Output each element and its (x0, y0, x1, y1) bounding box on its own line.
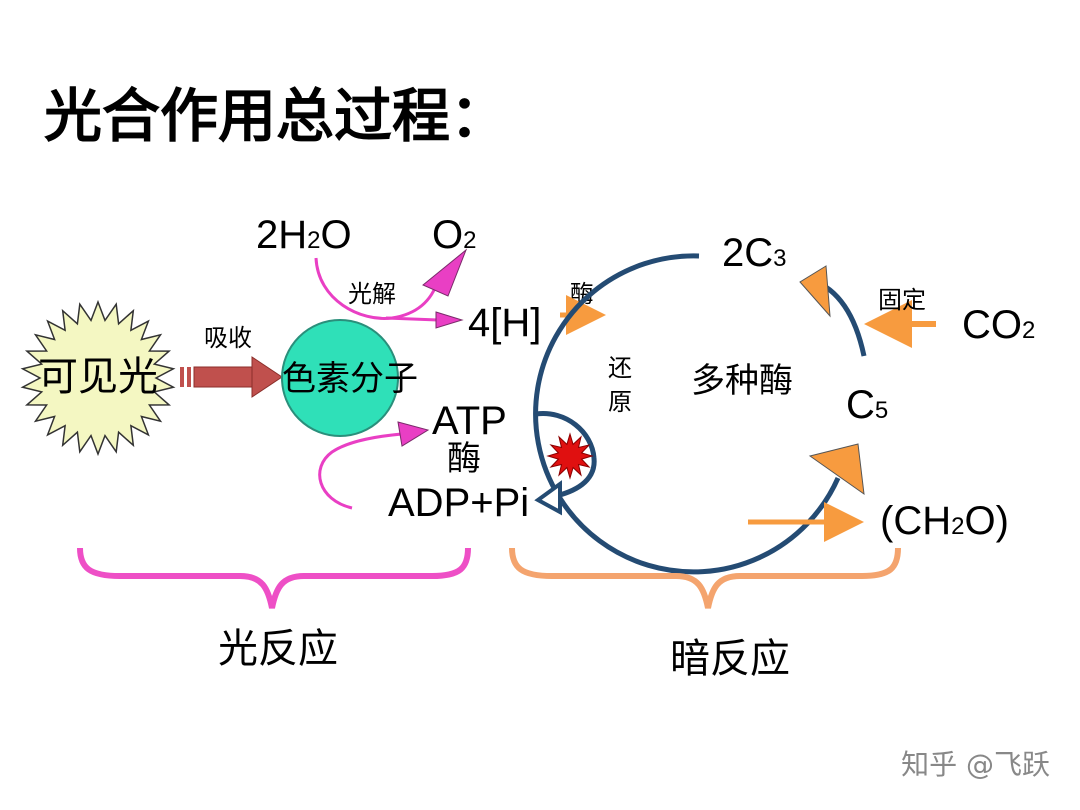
cycle-center-label: 多种酶 (691, 361, 793, 401)
reduction-label-top: 还 (608, 354, 632, 382)
water-formula: 2H2O (256, 213, 352, 257)
adp-to-atp-arrow (318, 432, 403, 510)
absorb-label: 吸收 (204, 324, 252, 352)
dark-reaction-brace (509, 547, 901, 609)
photolysis-arrow-h (385, 316, 439, 322)
o2-arrowhead (422, 248, 468, 297)
visible-light-label: 可见光 (38, 354, 158, 400)
dark-reaction-label: 暗反应 (670, 636, 790, 682)
adp-pi-label: ADP+Pi (388, 481, 529, 525)
red-star (546, 432, 594, 480)
cycle-arc (533, 253, 841, 575)
atp-arrowhead (397, 421, 430, 447)
hydrogen-label: 4[H] (468, 301, 541, 345)
h-arrowhead (435, 311, 464, 329)
pigment-molecule-circle (281, 319, 399, 437)
product-cycle-arrowhead (808, 443, 865, 496)
page-title: 光合作用总过程： (44, 82, 508, 150)
photolysis-label: 光解 (348, 280, 396, 308)
c3-label: 2C3 (722, 231, 787, 275)
atp-branch-arc (535, 411, 597, 499)
light-reaction-label: 光反应 (218, 626, 338, 672)
absorb-arrow (180, 356, 283, 398)
watermark: 知乎 @飞跃 (901, 748, 1050, 781)
adp-arrowhead (534, 480, 562, 516)
c5-to-c3-arrowhead (799, 265, 831, 318)
enzyme-atp-label: 酶 (447, 439, 481, 479)
atp-label: ATP (432, 399, 507, 443)
reduction-label-bottom: 原 (608, 388, 632, 416)
fixation-label: 固定 (878, 286, 926, 314)
light-reaction-brace (77, 547, 471, 609)
oxygen-formula: O2 (432, 213, 476, 257)
sunburst-shape (20, 299, 176, 457)
pigment-molecule-label: 色素分子 (282, 359, 418, 399)
co2-label: CO2 (962, 303, 1035, 347)
carbohydrate-label: (CH2O) (880, 499, 1009, 543)
c5-label: C5 (846, 383, 888, 427)
